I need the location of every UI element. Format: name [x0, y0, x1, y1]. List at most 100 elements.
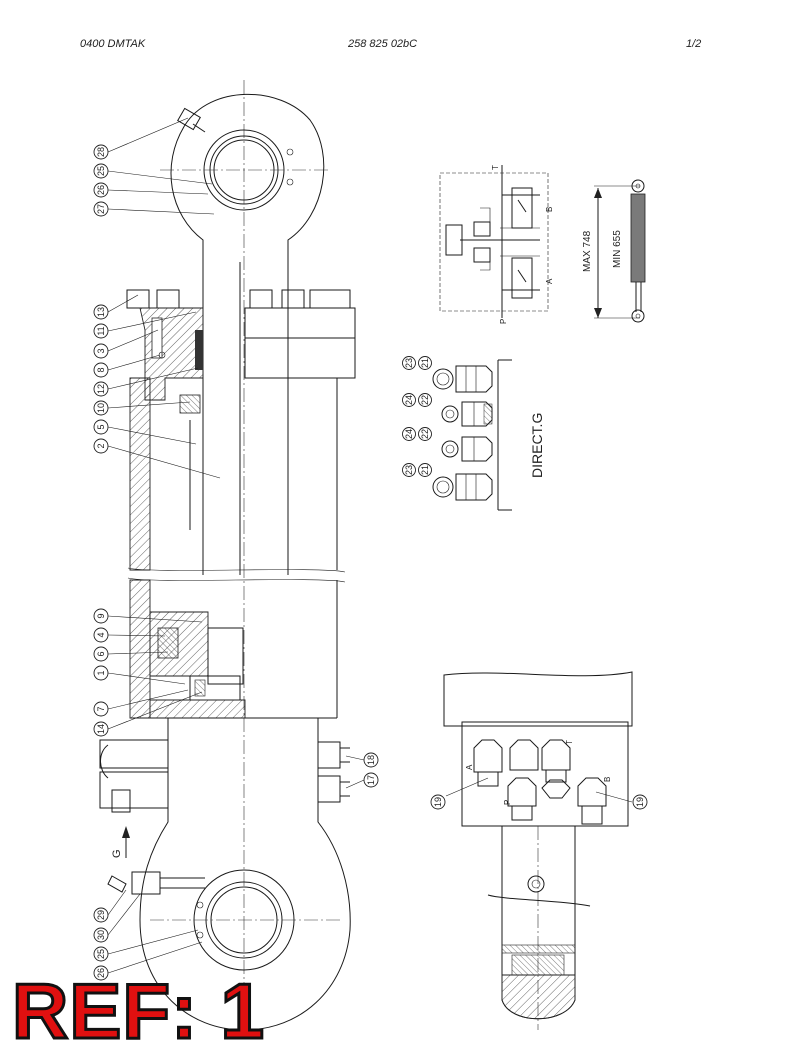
cylinder-barrel: [127, 377, 346, 719]
svg-text:11: 11: [96, 326, 106, 335]
callout-23-a: 23: [402, 356, 416, 370]
callout-7: 7: [93, 701, 109, 717]
valve-port-a: [473, 739, 503, 787]
svg-text:3: 3: [96, 348, 106, 353]
schematic-port-t: T: [491, 165, 500, 170]
valve-port-p: [507, 777, 537, 821]
callout-11: 11: [93, 323, 109, 339]
svg-text:6: 6: [96, 651, 106, 656]
callout-29: 29: [93, 907, 109, 923]
callout-26: 26: [93, 182, 109, 198]
callout-17: 17: [363, 772, 379, 788]
svg-text:24: 24: [404, 395, 414, 405]
svg-text:22: 22: [420, 429, 430, 439]
callout-24-b: 24: [402, 427, 416, 441]
main-cylinder: G: [99, 80, 356, 1035]
hydraulic-schematic: T P B A: [439, 165, 554, 324]
svg-text:9: 9: [96, 613, 106, 618]
callout-24-a: 24: [402, 393, 416, 407]
svg-text:19: 19: [433, 797, 443, 807]
callout-25: 25: [93, 163, 109, 179]
fitting-2: [441, 401, 493, 427]
svg-text:1: 1: [96, 670, 106, 675]
callout-18: 18: [363, 752, 379, 768]
callout-21-b: 21: [418, 463, 432, 477]
svg-text:4: 4: [96, 632, 106, 637]
valve-port-b: [577, 777, 607, 825]
callout-8: 8: [93, 362, 109, 378]
svg-text:26: 26: [96, 185, 106, 195]
ref-label: REF: 1: [10, 967, 266, 1055]
callout-26b: 26: [93, 965, 109, 981]
callout-9: 9: [93, 608, 109, 624]
svg-text:19: 19: [635, 797, 645, 807]
svg-text:21: 21: [420, 358, 430, 368]
svg-text:18: 18: [366, 755, 376, 765]
svg-text:22: 22: [420, 395, 430, 405]
svg-text:5: 5: [96, 424, 106, 429]
view-g-label: G: [111, 849, 123, 858]
svg-text:7: 7: [96, 706, 106, 711]
svg-text:28: 28: [96, 147, 106, 157]
callout-13: 13: [93, 304, 109, 320]
svg-text:21: 21: [420, 465, 430, 475]
valve-label-a: A: [465, 764, 474, 770]
valve-label-t: T: [565, 740, 574, 745]
callout-27: 27: [93, 201, 109, 217]
callout-1: 1: [93, 665, 109, 681]
stroke-dimension: MAX 748 MIN 655: [582, 179, 646, 323]
svg-text:17: 17: [366, 775, 376, 785]
callout-12: 12: [93, 381, 109, 397]
callout-25b: 25: [93, 946, 109, 962]
fitting-1: [432, 365, 493, 393]
callout-21-a: 21: [418, 356, 432, 370]
schematic-port-p: P: [499, 319, 508, 324]
piston: [130, 611, 337, 719]
callout-19-b: 19: [632, 794, 648, 810]
drawing-header: 0400 DMTAK 258 825 02bC 1/2: [0, 38, 794, 54]
svg-text:23: 23: [404, 358, 414, 368]
callout-3: 3: [93, 343, 109, 359]
callout-2: 2: [93, 438, 109, 454]
svg-text:8: 8: [96, 367, 106, 372]
cylinder-head: [126, 289, 356, 414]
callout-leaders: [107, 117, 365, 974]
cylinder-base: [99, 718, 351, 1031]
top-rod-eye: [160, 93, 330, 262]
svg-text:2: 2: [96, 443, 106, 448]
svg-text:30: 30: [96, 930, 106, 940]
callout-4: 4: [93, 627, 109, 643]
svg-text:14: 14: [96, 724, 106, 734]
schematic-port-b: B: [545, 207, 554, 212]
callout-22-a: 22: [418, 393, 432, 407]
svg-text:25: 25: [96, 949, 106, 959]
callout-5: 5: [93, 419, 109, 435]
max-length-label: MAX 748: [582, 230, 593, 272]
valve-label-b: B: [603, 777, 612, 782]
callout-28: 28: [93, 144, 109, 160]
callout-22-b: 22: [418, 427, 432, 441]
header-left: 0400 DMTAK: [80, 38, 146, 50]
valve-view: A P T B 19 19: [430, 671, 648, 1030]
header-document-number: 258 825 02bC: [348, 38, 418, 50]
svg-text:23: 23: [404, 465, 414, 475]
schematic-port-a: A: [545, 278, 554, 284]
valve-label-p: P: [503, 800, 512, 805]
valve-port-plug: [509, 739, 539, 771]
callout-bubbles-right: 18 17: [363, 752, 379, 788]
svg-text:27: 27: [96, 204, 106, 214]
callout-14: 14: [93, 721, 109, 737]
valve-port-t: [541, 739, 571, 783]
callout-10: 10: [93, 400, 109, 416]
view-g-arrow: G: [111, 826, 130, 858]
header-page-number: 1/2: [686, 38, 702, 50]
fittings-view: DIRECT.G 23 21 24: [402, 356, 545, 511]
svg-text:10: 10: [96, 403, 106, 413]
callout-23-b: 23: [402, 463, 416, 477]
min-length-label: MIN 655: [612, 230, 623, 268]
fitting-3: [441, 436, 493, 462]
svg-text:13: 13: [96, 307, 106, 317]
callout-30: 30: [93, 927, 109, 943]
direct-g-label: DIRECT.G: [529, 413, 545, 478]
